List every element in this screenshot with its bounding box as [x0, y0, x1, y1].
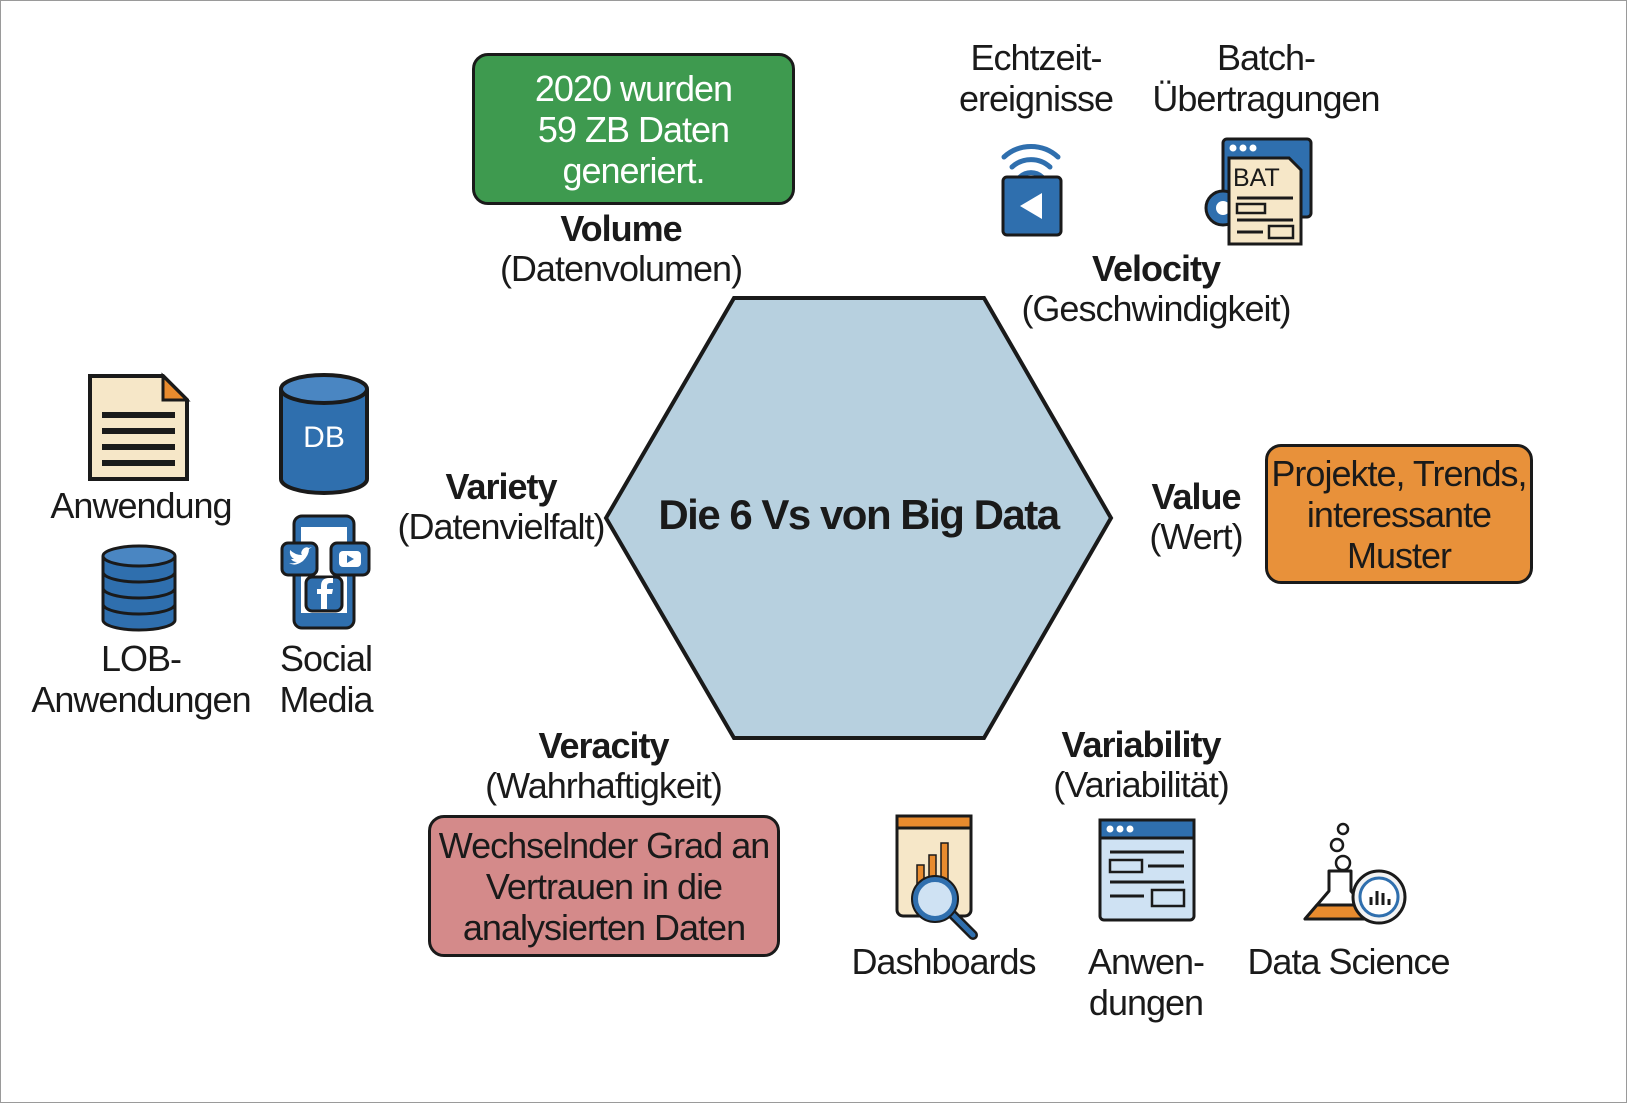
variety-item-lob-label: LOB- Anwendungen: [31, 638, 251, 720]
value-label: Value (Wert): [1131, 477, 1261, 557]
social-media-phone-icon: [280, 514, 371, 630]
veracity-info-box: Wechselnder Grad an Vertrauen in die ana…: [428, 815, 780, 957]
hexagon-shape: [603, 296, 1114, 740]
dashboard-magnifier-icon: [895, 814, 978, 940]
variety-subtitle: (Datenvielfalt): [397, 506, 605, 547]
variability-item-dashboards-label: Dashboards: [851, 941, 1036, 982]
value-box-text: Projekte, Trends, interessante Muster: [1271, 452, 1527, 576]
database-stack-icon: [101, 544, 177, 632]
volume-subtitle: (Datenvolumen): [499, 248, 743, 289]
variety-label: Variety (Datenvielfalt): [376, 467, 626, 547]
volume-box-text: 2020 wurden 59 ZB Daten generiert.: [534, 67, 733, 191]
velocity-item-batch-label: Batch- Übertragungen: [1152, 37, 1380, 119]
svg-text:DB: DB: [303, 421, 345, 454]
svg-text:BAT: BAT: [1233, 164, 1280, 192]
velocity-item-realtime-label: Echtzeit- ereignisse: [958, 37, 1114, 119]
velocity-subtitle: (Geschwindigkeit): [1021, 288, 1291, 329]
variability-title: Variability: [1061, 724, 1221, 765]
database-cylinder-icon: DB: [279, 373, 369, 495]
volume-info-box: 2020 wurden 59 ZB Daten generiert.: [472, 53, 795, 205]
veracity-box-text: Wechselnder Grad an Vertrauen in die ana…: [438, 824, 771, 948]
veracity-label: Veracity (Wahrhaftigkeit): [471, 726, 736, 806]
variability-subtitle: (Variabilität): [1053, 764, 1229, 805]
veracity-subtitle: (Wahrhaftigkeit): [485, 765, 723, 806]
value-title: Value: [1151, 476, 1241, 517]
value-subtitle: (Wert): [1149, 516, 1243, 557]
variability-item-applications-label: Anwen- dungen: [1087, 941, 1205, 1023]
application-window-icon: [1098, 818, 1196, 922]
flask-chart-icon: [1303, 822, 1407, 925]
volume-label: Volume (Datenvolumen): [481, 209, 761, 289]
variety-item-application-label: Anwendung: [50, 485, 232, 526]
batch-file-icon: BAT: [1204, 137, 1313, 246]
variety-item-social-label: Social Media: [279, 638, 373, 720]
variability-item-datascience-label: Data Science: [1247, 941, 1450, 982]
broadcast-icon: [1001, 144, 1063, 237]
veracity-title: Veracity: [538, 725, 669, 766]
value-info-box: Projekte, Trends, interessante Muster: [1265, 444, 1533, 584]
variety-title: Variety: [445, 466, 557, 507]
variability-label: Variability (Variabilität): [1031, 725, 1251, 805]
velocity-title: Velocity: [1091, 248, 1221, 289]
center-title: Die 6 Vs von Big Data: [658, 491, 1060, 538]
volume-title: Volume: [560, 208, 682, 249]
document-icon: [88, 372, 191, 481]
velocity-label: Velocity (Geschwindigkeit): [1011, 249, 1301, 329]
